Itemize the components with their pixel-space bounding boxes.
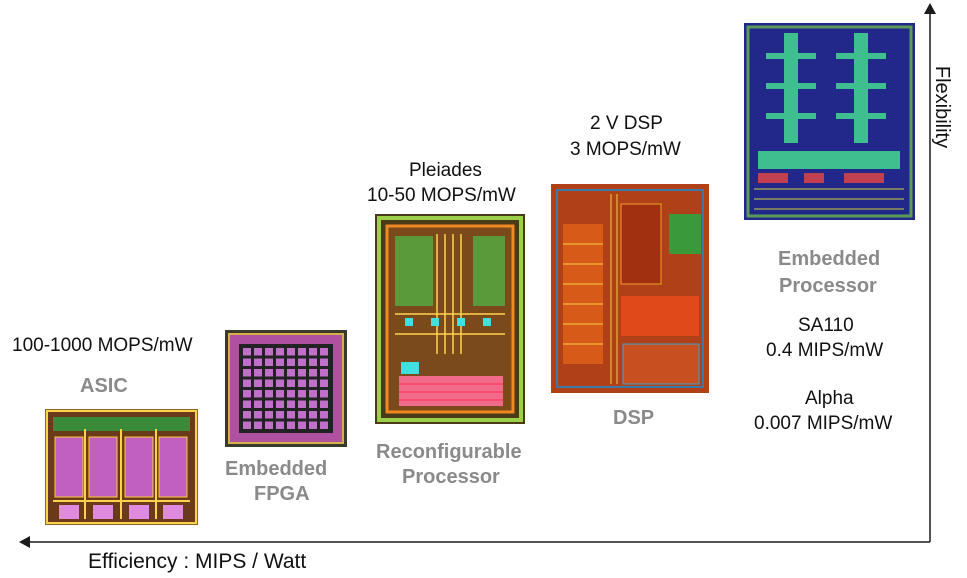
fpga-category-line1: Embedded	[225, 458, 328, 480]
fpga-cell	[298, 358, 306, 366]
fpga-cell	[298, 369, 306, 377]
fpga-cell	[287, 358, 295, 366]
fpga-cell	[287, 379, 295, 387]
fpga-cell	[287, 390, 295, 398]
fpga-cell	[265, 369, 273, 377]
asic-metric: 100-1000 MOPS/mW	[12, 335, 193, 356]
reconfig-category-line2: Processor	[402, 466, 500, 488]
sa110-metric: 0.4 MIPS/mW	[766, 340, 884, 361]
alpha-metric: 0.007 MIPS/mW	[754, 413, 893, 434]
embedded-processor-die-image	[744, 23, 915, 220]
fpga-cell	[265, 400, 273, 408]
fpga-cell	[276, 358, 284, 366]
fpga-cell	[309, 411, 317, 419]
fpga-cell	[309, 390, 317, 398]
embedded-category-line2: Processor	[779, 275, 877, 297]
fpga-cell	[254, 348, 262, 356]
fpga-cell	[287, 348, 295, 356]
fpga-cell	[254, 411, 262, 419]
fpga-cell	[309, 421, 317, 429]
fpga-cell	[276, 390, 284, 398]
fpga-cell	[265, 390, 273, 398]
fpga-cell	[309, 358, 317, 366]
x-axis-label: Efficiency : MIPS / Watt	[88, 550, 307, 573]
fpga-cell	[298, 411, 306, 419]
fpga-cell	[287, 369, 295, 377]
y-axis-label: Flexibility	[931, 65, 954, 149]
fpga-cell	[254, 390, 262, 398]
fpga-cell	[298, 390, 306, 398]
fpga-cell	[254, 379, 262, 387]
fpga-cell	[243, 358, 251, 366]
dsp-name: 2 V DSP	[590, 113, 663, 134]
fpga-cell	[298, 421, 306, 429]
fpga-cell	[243, 369, 251, 377]
fpga-cell	[276, 369, 284, 377]
fpga-cell	[320, 348, 328, 356]
fpga-cell	[287, 400, 295, 408]
dsp-die-image	[551, 184, 709, 393]
fpga-cell	[254, 400, 262, 408]
fpga-cell	[243, 379, 251, 387]
fpga-cell	[276, 411, 284, 419]
fpga-cell	[320, 379, 328, 387]
dsp-category: DSP	[613, 407, 655, 429]
fpga-cell	[254, 369, 262, 377]
fpga-cell	[265, 421, 273, 429]
reconfig-category-line1: Reconfigurable	[376, 441, 522, 463]
fpga-cell	[243, 348, 251, 356]
fpga-cell	[287, 421, 295, 429]
fpga-cell	[309, 379, 317, 387]
y-axis-arrow	[924, 3, 936, 14]
fpga-cell	[276, 348, 284, 356]
fpga-cell	[265, 348, 273, 356]
x-axis-arrow	[19, 536, 30, 548]
fpga-cell	[298, 400, 306, 408]
fpga-cell	[287, 411, 295, 419]
fpga-cell	[309, 400, 317, 408]
fpga-cell	[254, 358, 262, 366]
pleiades-metric: 10-50 MOPS/mW	[367, 185, 516, 206]
fpga-cell	[276, 421, 284, 429]
fpga-cell	[243, 421, 251, 429]
embedded-category-line1: Embedded	[778, 248, 881, 270]
fpga-cell	[254, 421, 262, 429]
fpga-cell	[265, 358, 273, 366]
fpga-cell	[265, 411, 273, 419]
fpga-cell	[243, 400, 251, 408]
pleiades-name: Pleiades	[409, 160, 482, 181]
asic-die-image	[45, 409, 198, 525]
fpga-die-image	[225, 330, 347, 447]
fpga-cell	[309, 348, 317, 356]
fpga-cell	[320, 358, 328, 366]
fpga-cell	[298, 348, 306, 356]
fpga-cell	[243, 411, 251, 419]
fpga-cell	[298, 379, 306, 387]
fpga-cell	[276, 379, 284, 387]
fpga-cell	[320, 421, 328, 429]
fpga-cell	[265, 379, 273, 387]
pleiades-die-image	[375, 214, 525, 424]
fpga-cell	[309, 369, 317, 377]
asic-category: ASIC	[80, 375, 128, 397]
alpha-name: Alpha	[805, 388, 854, 409]
dsp-metric: 3 MOPS/mW	[570, 139, 681, 160]
fpga-cell	[320, 400, 328, 408]
sa110-name: SA110	[798, 315, 854, 336]
fpga-cell	[320, 390, 328, 398]
fpga-cell	[276, 400, 284, 408]
fpga-cell	[320, 369, 328, 377]
fpga-cell	[243, 390, 251, 398]
fpga-cell	[320, 411, 328, 419]
fpga-category-line2: FPGA	[254, 483, 310, 505]
